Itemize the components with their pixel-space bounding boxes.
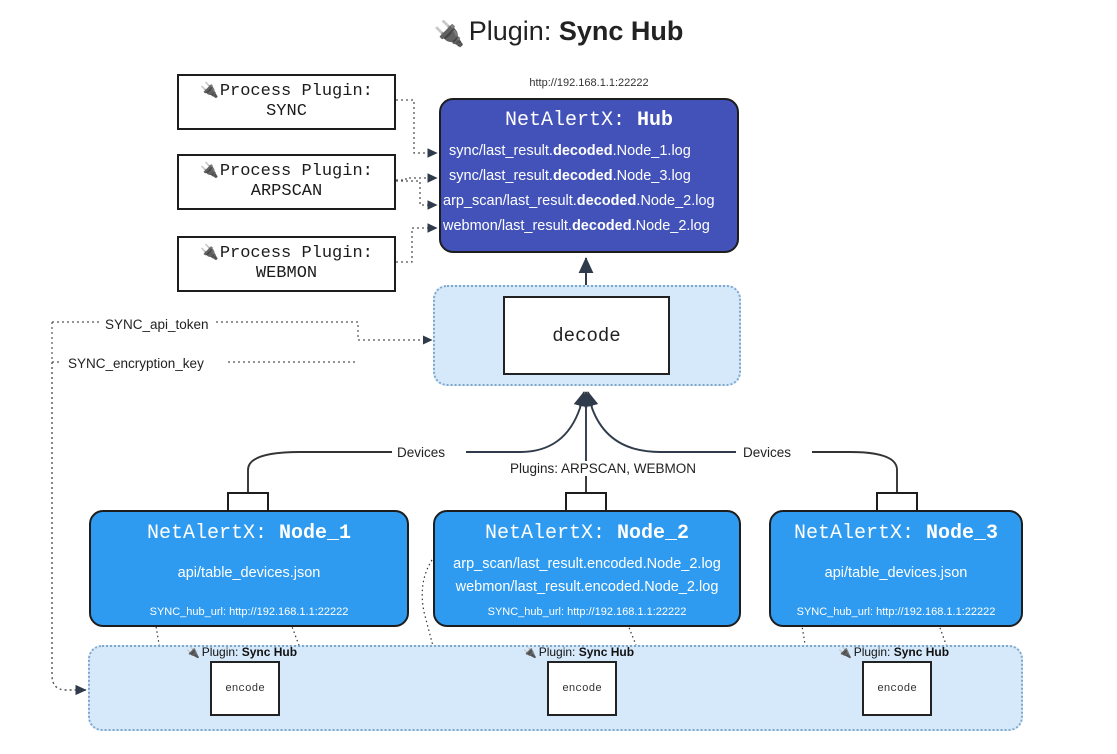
encode-box-2[interactable]: encode [547, 661, 617, 716]
node-line: api/table_devices.json [177, 565, 321, 581]
plug-icon: 🔌 [523, 647, 537, 659]
plug-icon: 🔌 [200, 243, 219, 261]
strip-plugin-name: Sync Hub [241, 645, 298, 659]
hub-row: webmon/last_result.decoded.Node_2.log [441, 214, 737, 239]
strip-plugin-prefix: Plugin: [853, 645, 891, 659]
plug-icon: 🔌 [838, 647, 852, 659]
node-1[interactable]: NetAlertX: Node_1 api/table_devices.json… [89, 510, 409, 627]
node-header: NetAlertX: Node_2 [435, 512, 739, 545]
hub-node[interactable]: NetAlertX: Hub sync/last_result.decoded.… [439, 98, 739, 253]
plug-icon: 🔌 [200, 81, 219, 99]
sync-encryption-key-label: SYNC_encryption_key [64, 356, 208, 371]
hub-row-bold: decoded [552, 143, 613, 159]
title-prefix: Plugin: [468, 16, 552, 46]
hub-row-post: .Node_2.log [631, 218, 710, 234]
strip-plugin-name: Sync Hub [578, 645, 635, 659]
sync-api-token-label: SYNC_api_token [101, 317, 213, 332]
process-plugin-name: SYNC [266, 102, 307, 121]
node-line: arp_scan/last_result.encoded.Node_2.log [453, 556, 721, 572]
hub-header: NetAlertX: Hub [441, 109, 737, 132]
hub-row-pre: sync/last_result. [449, 168, 553, 184]
strip-plugin-name: Sync Hub [893, 645, 950, 659]
node-header: NetAlertX: Node_1 [91, 512, 407, 545]
process-plugin-webmon[interactable]: 🔌Process Plugin: WEBMON [177, 236, 396, 292]
process-plugin-arpscan[interactable]: 🔌Process Plugin: ARPSCAN [177, 154, 396, 210]
plug-icon: 🔌 [200, 161, 219, 179]
devices-label-left: Devices [392, 445, 451, 460]
strip-plugin-prefix: Plugin: [201, 645, 239, 659]
plug-icon: 🔌 [433, 20, 465, 48]
page-title: 🔌Plugin: Sync Hub [0, 16, 1117, 49]
decode-box[interactable]: decode [503, 296, 670, 375]
process-plugin-label: Process Plugin: [219, 161, 373, 181]
node-2[interactable]: NetAlertX: Node_2 arp_scan/last_result.e… [433, 510, 741, 627]
devices-label-right: Devices [738, 445, 797, 460]
node-hub-url: SYNC_hub_url: http://192.168.1.1:22222 [796, 606, 996, 618]
strip-plugin-label-2: 🔌Plugin: Sync Hub [523, 645, 634, 659]
node-header-name: Node_2 [617, 522, 690, 545]
hub-row-pre: sync/last_result. [449, 143, 553, 159]
node-line: api/table_devices.json [824, 565, 968, 581]
hub-row-pre: webmon/last_result. [443, 218, 572, 234]
process-plugin-label: Process Plugin: [219, 81, 373, 101]
hub-row-bold: decoded [576, 193, 637, 209]
node-line: webmon/last_result.encoded.Node_2.log [455, 579, 719, 595]
node-header-prefix: NetAlertX: [484, 522, 605, 545]
plug-icon: 🔌 [186, 647, 200, 659]
encode-box-3[interactable]: encode [862, 661, 932, 716]
hub-header-prefix: NetAlertX: [504, 109, 625, 132]
process-plugin-sync[interactable]: 🔌Process Plugin: SYNC [177, 74, 396, 130]
hub-row: arp_scan/last_result.decoded.Node_2.log [441, 189, 737, 214]
hub-url-label: http://192.168.1.1:22222 [529, 77, 649, 89]
process-plugin-label: Process Plugin: [219, 243, 373, 263]
node-hub-url: SYNC_hub_url: http://192.168.1.1:22222 [149, 606, 349, 618]
node-hub-url: SYNC_hub_url: http://192.168.1.1:22222 [487, 606, 687, 618]
node-header-name: Node_1 [279, 522, 352, 545]
node-3[interactable]: NetAlertX: Node_3 api/table_devices.json… [769, 510, 1023, 627]
strip-plugin-label-1: 🔌Plugin: Sync Hub [186, 645, 297, 659]
process-plugin-name: ARPSCAN [250, 182, 323, 201]
hub-row: sync/last_result.decoded.Node_1.log [441, 139, 737, 164]
process-plugin-name: WEBMON [255, 264, 318, 283]
strip-plugin-label-3: 🔌Plugin: Sync Hub [838, 645, 949, 659]
hub-row: sync/last_result.decoded.Node_3.log [441, 164, 737, 189]
node-header-prefix: NetAlertX: [146, 522, 267, 545]
node-header-name: Node_3 [926, 522, 999, 545]
hub-row-bold: decoded [571, 218, 632, 234]
hub-row-pre: arp_scan/last_result. [443, 193, 577, 209]
hub-row-bold: decoded [552, 168, 613, 184]
node-header: NetAlertX: Node_3 [771, 512, 1021, 545]
hub-header-name: Hub [637, 109, 674, 132]
hub-row-post: .Node_2.log [636, 193, 715, 209]
node-header-prefix: NetAlertX: [793, 522, 914, 545]
hub-row-list: sync/last_result.decoded.Node_1.log sync… [441, 139, 737, 239]
hub-row-post: .Node_3.log [612, 168, 691, 184]
hub-row-post: .Node_1.log [612, 143, 691, 159]
strip-plugin-prefix: Plugin: [538, 645, 576, 659]
plugins-label-center: Plugins: ARPSCAN, WEBMON [505, 461, 702, 476]
title-name: Sync Hub [558, 16, 684, 46]
encode-box-1[interactable]: encode [210, 661, 280, 716]
